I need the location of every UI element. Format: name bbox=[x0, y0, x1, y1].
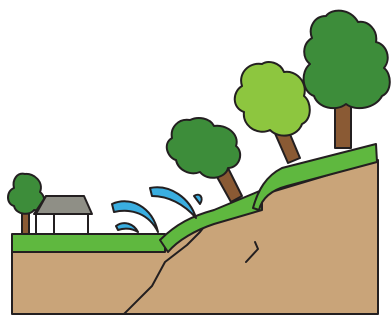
tree-icon bbox=[304, 11, 390, 148]
tree-icon bbox=[235, 62, 310, 163]
grass-flat bbox=[12, 234, 165, 252]
house-icon bbox=[34, 196, 92, 234]
tree-icon bbox=[167, 118, 242, 202]
